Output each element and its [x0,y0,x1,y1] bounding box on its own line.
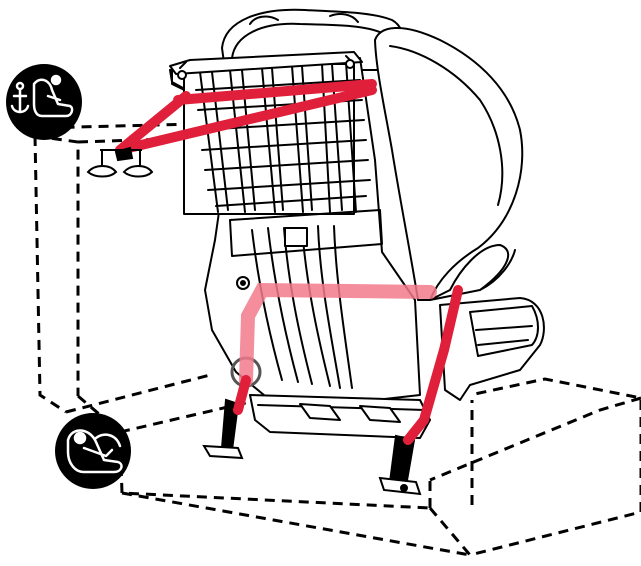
tether-anchor [88,148,152,177]
seat-base [250,395,430,438]
child-car-seat [170,10,544,438]
top-tether-badge [6,64,82,140]
child-position-badge [55,413,131,489]
right-latch-connector [380,436,420,494]
